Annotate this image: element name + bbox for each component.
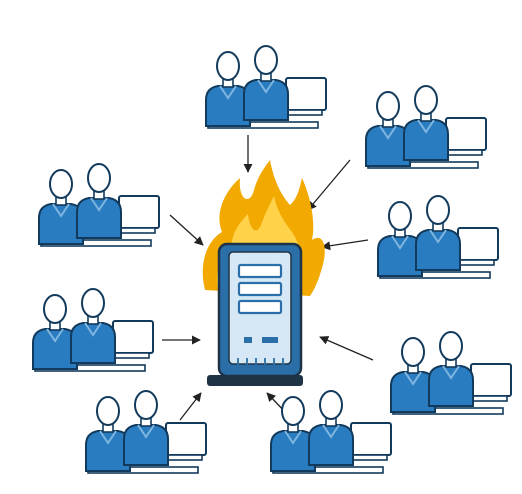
user-pair-with-computer-icon: [85, 390, 207, 474]
user-pair-with-computer-icon: [32, 288, 154, 372]
user-pair-with-computer-icon: [38, 163, 160, 247]
user-pair-with-computer-icon: [205, 45, 327, 129]
server-group: [202, 160, 325, 386]
attack-arrow: [307, 159, 351, 211]
attack-arrow: [319, 336, 374, 361]
attack-arrow: [179, 392, 202, 421]
server-on-fire-icon: [202, 160, 325, 386]
user-pair-with-computer-icon: [390, 331, 512, 415]
attack-arrow: [321, 239, 369, 251]
attack-arrows: [162, 135, 374, 421]
user-groups: [32, 45, 512, 474]
user-pair-with-computer-icon: [365, 85, 487, 169]
user-pair-with-computer-icon: [377, 195, 499, 279]
user-pair-with-computer-icon: [270, 390, 392, 474]
attack-arrow: [169, 214, 204, 246]
